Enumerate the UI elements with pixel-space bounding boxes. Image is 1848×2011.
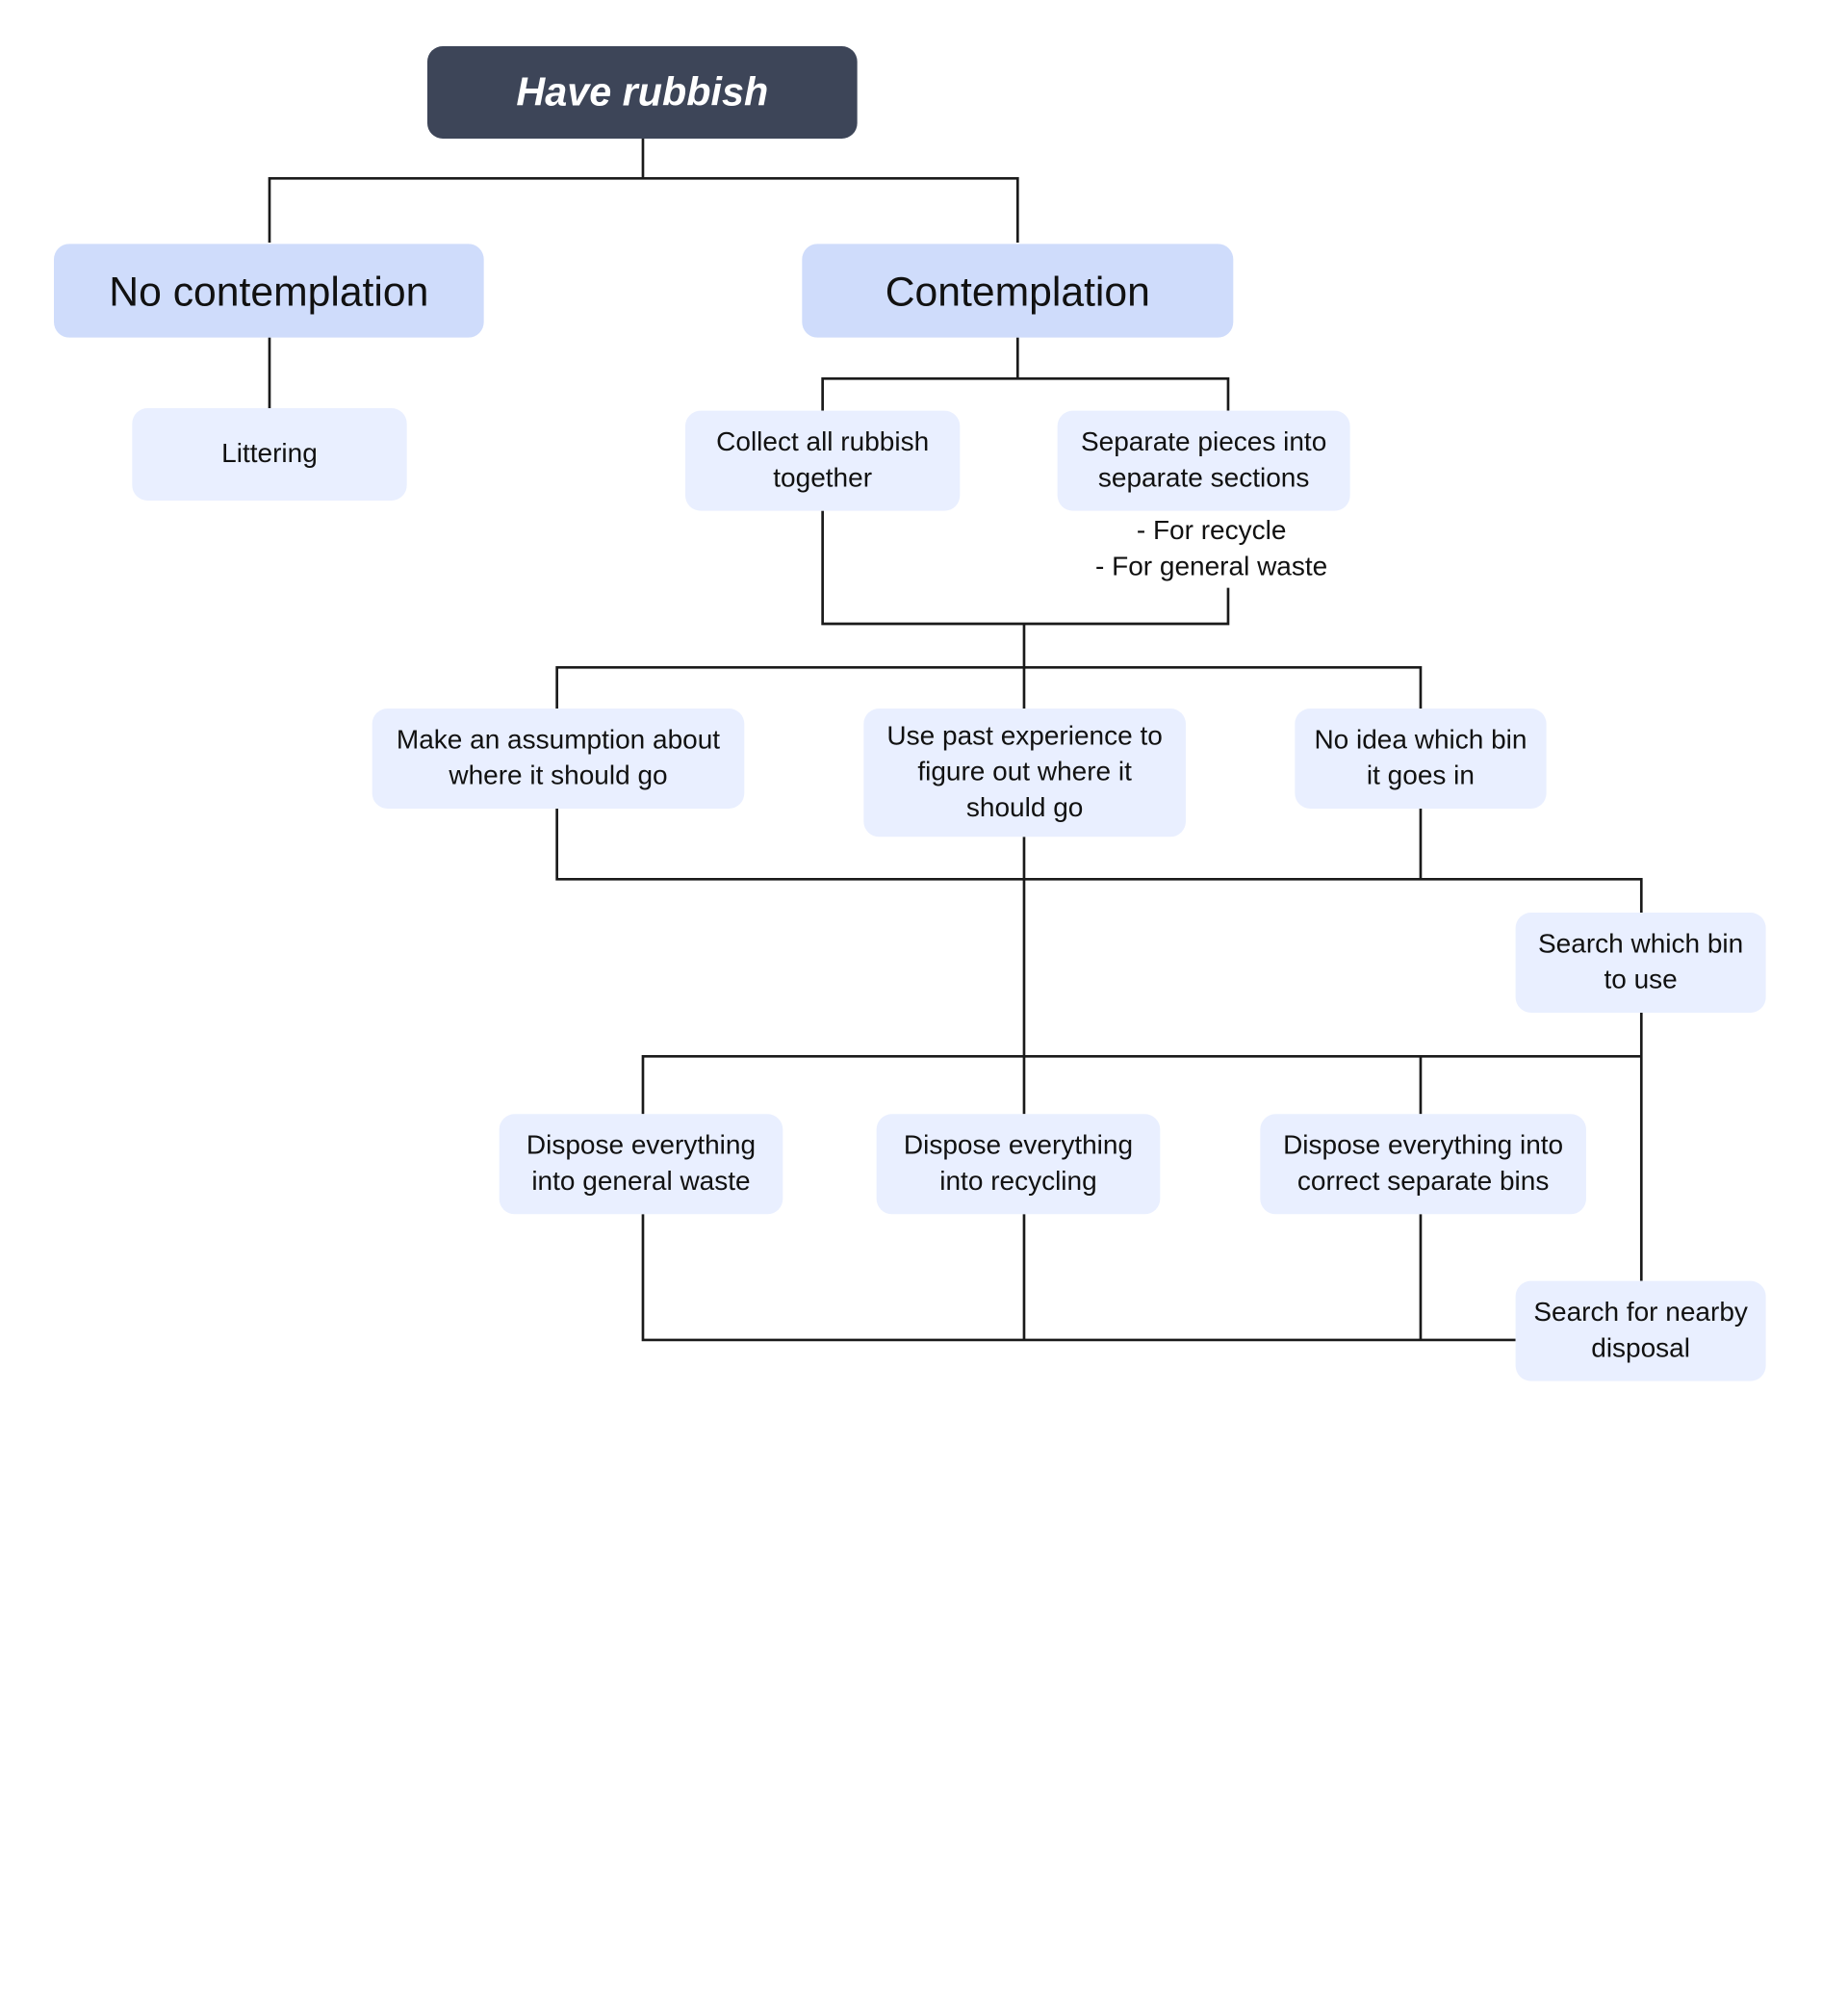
node-no-contemplation: No contemplation: [53, 244, 484, 338]
connector-to-disposal: [641, 879, 1643, 1281]
connector-root-to-level1: [268, 138, 1019, 243]
node-search-nearby-disposal: Search for nearby disposal: [1515, 1280, 1766, 1381]
node-dispose-separate-bins: Dispose everything into correct separate…: [1260, 1114, 1586, 1215]
node-dispose-recycling: Dispose everything into recycling: [876, 1114, 1161, 1215]
connector-methods-merge: [555, 808, 1643, 913]
note-separate-categories: - For recycle - For general waste: [1095, 515, 1328, 581]
connector-contemplation-to-options: [821, 337, 1230, 411]
node-contemplation: Contemplation: [802, 244, 1234, 338]
node-collect-all-rubbish: Collect all rubbish together: [684, 410, 961, 511]
connector-disposal-merge: [641, 1214, 1516, 1342]
node-separate-pieces: Separate pieces into separate sections: [1057, 410, 1350, 511]
node-past-experience: Use past experience to figure out where …: [863, 708, 1186, 838]
connector-to-methods: [555, 665, 1423, 709]
node-search-which-bin: Search which bin to use: [1515, 912, 1766, 1013]
node-dispose-general-waste: Dispose everything into general waste: [499, 1114, 783, 1215]
node-no-idea-which-bin: No idea which bin it goes in: [1295, 708, 1547, 809]
connector-options-merge: [821, 510, 1230, 668]
node-littering: Littering: [132, 407, 407, 501]
node-have-rubbish: Have rubbish: [426, 45, 858, 139]
node-make-assumption: Make an assumption about where it should…: [372, 708, 745, 809]
